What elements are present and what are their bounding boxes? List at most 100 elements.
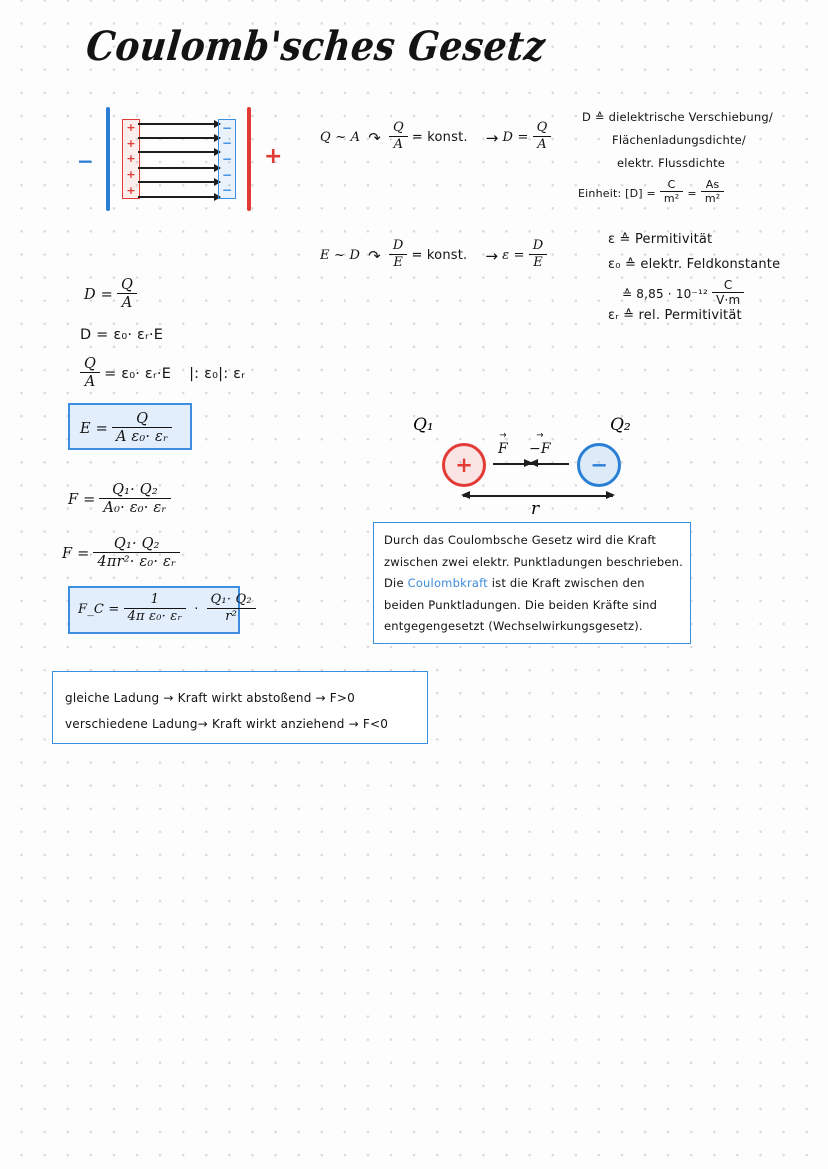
- derivation-line-1: Q ~ A ↷ Q A = konst. → D = Q A: [320, 120, 552, 153]
- equation-lhs: D =: [84, 287, 113, 304]
- charge-q2-negative: −: [577, 443, 621, 487]
- left-terminal-sign: −: [77, 149, 94, 173]
- field-line: [138, 120, 221, 128]
- fraction-epsilon-result: D E: [528, 238, 548, 270]
- force-arrow-left: [529, 458, 569, 469]
- epsilon-zero-value-text: ≙ 8,85 · 10⁻¹²: [622, 287, 709, 302]
- rules-text-box: gleiche Ladung → Kraft wirkt abstoßend →…: [52, 671, 428, 744]
- equation-lhs: E =: [80, 421, 108, 438]
- right-terminal-line: [247, 107, 251, 211]
- curl-arrow-icon: ↷: [368, 246, 381, 265]
- plate-charge-minus: −: [221, 167, 233, 182]
- plate-charge-minus: −: [221, 136, 233, 151]
- force-vector-label-left: −F: [529, 441, 551, 457]
- charge-sign-minus: −: [590, 452, 608, 477]
- explanation-line: beiden Punktladungen. Die beiden Kräfte …: [384, 597, 658, 612]
- fraction-charges-over-r2: Q₁· Q₂ r²: [206, 592, 256, 624]
- explanation-line: Durch das Coulombsche Gesetz wird die Kr…: [384, 533, 657, 547]
- plate-charge-plus: +: [126, 121, 136, 135]
- plate-charge-plus: +: [126, 136, 136, 150]
- fraction-q-over-a: Q A: [116, 277, 138, 311]
- arrow-icon: →: [485, 128, 499, 147]
- explanation-line: Die Coulombkraft ist die Kraft zwischen …: [384, 573, 683, 595]
- explanation-line-pre: Die: [384, 576, 408, 590]
- explanation-line: zwischen zwei elektr. Punktladungen besc…: [384, 554, 683, 569]
- field-line: [138, 178, 221, 186]
- equation-lhs: F =: [68, 492, 96, 509]
- unit-c-per-m2: C m²: [659, 178, 684, 206]
- force-vector-label-right: F: [498, 441, 508, 457]
- definition-epsilon-zero: ε₀ ≙ elektr. Feldkonstante: [608, 257, 781, 272]
- plate-charge-plus: +: [126, 183, 136, 197]
- plate-charge-plus: +: [126, 168, 136, 182]
- d-equals-label: D =: [502, 130, 529, 146]
- proportionality-q-a: Q ~ A: [320, 130, 361, 146]
- equation-lhs: F =: [62, 546, 90, 563]
- equation-rhs: = ε₀· εᵣ·E: [104, 366, 172, 383]
- field-line: [138, 148, 221, 156]
- rules-lines: gleiche Ladung → Kraft wirkt abstoßend →…: [65, 685, 388, 737]
- equation-q-over-a-equals: Q A = ε₀· εᵣ·E |: ε₀|: εᵣ: [80, 356, 246, 391]
- unit-c-per-vm: C V·m: [712, 278, 745, 308]
- curl-arrow-icon: ↷: [368, 128, 381, 147]
- definition-epsilon-r: εᵣ ≙ rel. Permitivität: [608, 308, 742, 323]
- equation-force-a0: F = Q₁· Q₂ A₀· ε₀· εᵣ: [68, 482, 171, 517]
- boxed-equation-e-field: E = Q A ε₀· εᵣ: [68, 403, 192, 450]
- explanation-line: entgegengesetzt (Wechselwirkungsgesetz).: [384, 619, 643, 633]
- page-title: Coulomb'sches Gesetz: [84, 22, 548, 70]
- charge-label-q2: Q₂: [610, 415, 631, 435]
- plate-charge-minus: −: [221, 183, 233, 198]
- capacitor-diagram: − + + + + + − − − − − +: [70, 105, 290, 215]
- boxed-equation-coulomb-force: F_C = 1 4π ε₀· εᵣ · Q₁· Q₂ r²: [68, 586, 256, 634]
- definition-d-line-1: D ≙ dielektrische Verschiebung/: [582, 110, 773, 124]
- right-terminal-sign: +: [264, 144, 283, 169]
- unit-as-per-m2: As m²: [700, 178, 725, 206]
- explanation-lines: Durch das Coulombsche Gesetz wird die Kr…: [384, 530, 683, 638]
- equation-force-4pir2: F = Q₁· Q₂ 4πr²· ε₀· εᵣ: [62, 536, 181, 571]
- coulombkraft-highlight: Coulombkraft: [407, 576, 488, 590]
- plate-charge-plus: +: [126, 152, 136, 166]
- epsilon-equals-label: ε =: [502, 248, 525, 264]
- fraction-d-result: Q A: [532, 120, 552, 152]
- unit-of-d: Einheit: [D] = C m² = As m²: [578, 178, 725, 207]
- fraction-e-field: Q A ε₀· εᵣ: [111, 411, 173, 445]
- plate-charge-minus: −: [221, 120, 233, 135]
- equation-operation-note: |: ε₀|: εᵣ: [189, 366, 246, 383]
- force-arrow-right: [493, 458, 533, 469]
- definition-epsilon: ε ≙ Permitivität: [608, 232, 713, 247]
- distance-measure-line: [461, 490, 615, 501]
- unit-label: Einheit: [D] =: [578, 186, 656, 200]
- boxed-equation-content: E = Q A ε₀· εᵣ: [80, 411, 173, 446]
- field-line: [138, 134, 221, 142]
- charge-interaction-diagram: Q₁ Q₂ + − F −F r: [405, 415, 655, 519]
- positive-plate: + + + + +: [122, 119, 140, 199]
- fraction-force-4pir2: Q₁· Q₂ 4πr²· ε₀· εᵣ: [93, 536, 181, 570]
- explanation-line-post: ist die Kraft zwischen den: [487, 576, 645, 590]
- definition-d-line-2: Flächenladungsdichte/: [612, 133, 747, 147]
- plate-charge-minus: −: [221, 151, 233, 166]
- fraction-q-over-a: Q A: [388, 120, 408, 152]
- left-terminal-line: [106, 107, 110, 211]
- charge-sign-plus: +: [455, 452, 473, 477]
- negative-plate: − − − − −: [218, 119, 236, 199]
- arrow-icon: →: [485, 246, 499, 265]
- fraction-force-a0: Q₁· Q₂ A₀· ε₀· εᵣ: [99, 482, 171, 516]
- equation-d-equals-q-over-a: D = Q A: [84, 277, 138, 312]
- equation-lhs-fc: F_C =: [78, 602, 120, 618]
- definition-d-line-3: elektr. Flussdichte: [617, 156, 726, 170]
- distance-label-r: r: [531, 499, 540, 519]
- fraction-d-over-e: D E: [388, 238, 408, 270]
- fraction-one-over-4pieps: 1 4π ε₀· εᵣ: [123, 592, 187, 624]
- equation-d-equals-eps-e: D = ε₀· εᵣ·E: [80, 327, 164, 343]
- fraction-q-over-a: Q A: [80, 356, 101, 390]
- rule-different-charge: verschiedene Ladung→ Kraft wirkt anziehe…: [65, 717, 389, 731]
- boxed-equation-content: F_C = 1 4π ε₀· εᵣ · Q₁· Q₂ r²: [78, 592, 256, 625]
- charge-label-q1: Q₁: [413, 415, 434, 435]
- konstant-label: = konst.: [411, 130, 468, 146]
- definition-epsilon-zero-value: ≙ 8,85 · 10⁻¹² C V·m: [622, 278, 745, 309]
- multiply-dot: ·: [194, 602, 199, 618]
- field-line: [138, 164, 221, 172]
- field-line: [138, 193, 221, 201]
- rule-same-charge: gleiche Ladung → Kraft wirkt abstoßend →…: [65, 691, 355, 705]
